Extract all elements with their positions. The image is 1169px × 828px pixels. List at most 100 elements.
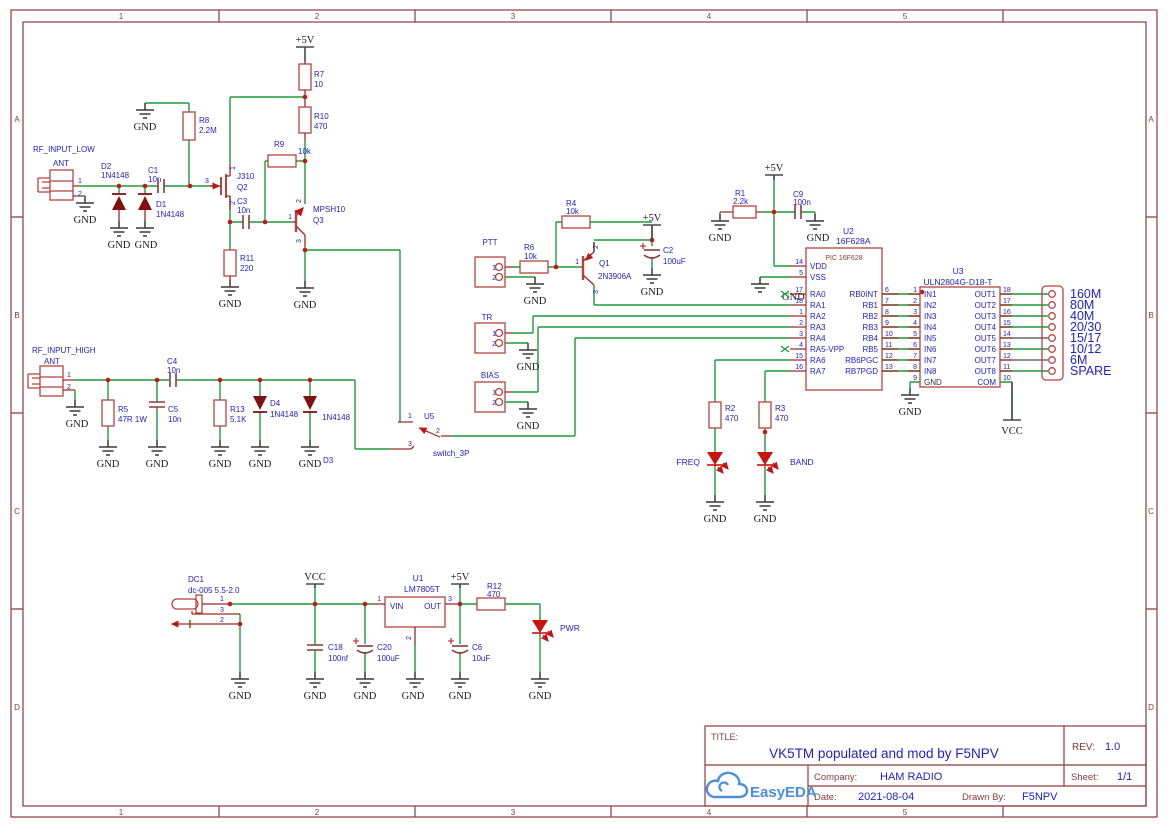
component-R2[interactable]: R2 470 [708,401,739,429]
frame-col-4-bottom: 4 [707,808,712,817]
svg-text:15: 15 [1003,320,1011,327]
band-label-20-30: 20/30 [1070,320,1101,334]
diode-d1-icon [138,196,152,210]
band-label-40m: 40M [1070,309,1094,323]
ground-symbols: GND GND GND GND GND GND GND GND GND GND … [65,102,922,702]
svg-text:14: 14 [1003,331,1011,338]
svg-text:11: 11 [1003,364,1010,371]
svg-text:GND: GND [704,514,727,525]
svg-text:2.2M: 2.2M [199,126,217,135]
svg-text:16: 16 [795,364,803,371]
component-R1[interactable]: R1 2.2k [720,189,762,219]
led-BAND[interactable]: BAND [757,452,814,473]
component-C2[interactable]: C2 100uF [640,243,686,266]
svg-text:18: 18 [1003,287,1011,294]
svg-text:dc-005 5.5-2.0: dc-005 5.5-2.0 [188,586,240,595]
diode-d3-icon [303,396,317,410]
svg-text:IN7: IN7 [924,356,937,365]
connector-TR[interactable]: TR 1 2 [474,313,512,354]
frame-row-d-left: D [14,703,20,712]
svg-text:2: 2 [230,201,237,205]
wires [74,96,1048,672]
easyeda-logo-icon: EasyEDA [705,771,817,801]
component-R12[interactable]: R12 470 [476,582,506,611]
component-R5[interactable]: R5 47R 1W [101,399,147,427]
svg-text:BIAS: BIAS [481,371,499,380]
svg-text:2: 2 [406,636,413,640]
component-C3[interactable]: C3 10n [237,197,250,229]
component-R7[interactable]: R7 10 [298,62,325,107]
svg-text:IN4: IN4 [924,323,937,332]
svg-text:16: 16 [1003,309,1011,316]
svg-text:R2: R2 [725,404,736,413]
svg-text:1: 1 [408,413,412,420]
svg-text:RA0: RA0 [810,290,826,299]
svg-text:RB6PGC: RB6PGC [845,356,878,365]
svg-text:PIC 16F628: PIC 16F628 [825,255,862,262]
svg-text:Q3: Q3 [313,216,324,225]
svg-text:GND: GND [304,691,327,702]
svg-text:470: 470 [487,590,501,599]
component-C9[interactable]: C9 100n [793,190,811,219]
svg-text:GND: GND [402,691,425,702]
component-C5[interactable]: C5 10n [149,401,181,424]
svg-text:GND: GND [229,691,252,702]
svg-text:D2: D2 [101,162,112,171]
led-FREQ[interactable]: FREQ [676,452,728,473]
connector-DC1[interactable]: DC1 dc-005 5.5-2.0 1 3 2 [170,575,240,628]
component-R6[interactable]: R6 10k [519,243,549,274]
component-R9[interactable]: R9 10k [267,140,312,168]
component-D4[interactable]: D4 1N4148 [253,396,299,419]
svg-text:OUT3: OUT3 [975,312,997,321]
component-R3[interactable]: R3 470 [758,401,789,429]
svg-text:10: 10 [1003,375,1011,382]
component-U1-LM7805[interactable]: U1 LM7805T VIN OUT 1 3 2 [373,573,462,645]
svg-text:C3: C3 [237,197,248,206]
component-Q1-2N3906A[interactable]: Q1 2N3906A 1 2 3 [575,242,632,294]
svg-text:C4: C4 [167,357,178,366]
component-D2[interactable]: D2 1N4148 [101,162,130,221]
component-Q3-MPSH10[interactable]: MPSH10 Q3 1 2 3 [288,199,346,246]
component-D3[interactable]: 1N4148 D3 [303,396,351,465]
connector-rf-input-high[interactable]: RF_INPUT_HIGH ANT 1 2 [27,346,96,397]
svg-text:1N4148: 1N4148 [101,171,130,180]
rf-high-label: RF_INPUT_HIGH [32,346,96,355]
svg-text:R1: R1 [735,189,746,198]
svg-text:OUT5: OUT5 [975,334,997,343]
net-5v-mid: +5V [643,213,662,224]
component-R8[interactable]: R8 2.2M [182,111,217,141]
component-C4[interactable]: C4 10n [167,357,180,387]
svg-text:IN6: IN6 [924,345,937,354]
svg-text:4: 4 [913,320,917,327]
component-C1[interactable]: C1 10n [148,166,165,193]
component-Q2-J310[interactable]: J310 Q2 1 2 3 [205,164,255,210]
svg-text:3: 3 [448,596,452,603]
led-PWR[interactable]: PWR [532,620,580,641]
svg-text:FREQ: FREQ [676,457,700,467]
connector-rf-input-low[interactable]: RF_INPUT_LOW ANT 1 2 [33,145,95,201]
no-connect-x-icon [780,290,790,353]
component-D1[interactable]: D1 1N4148 [138,193,185,221]
svg-text:BAND: BAND [790,457,814,467]
component-R11[interactable]: R11 220 [223,249,255,280]
connector-BIAS[interactable]: BIAS 1 2 [474,371,512,413]
connector-band-outputs[interactable]: 160M 80M 40M 20/30 15/17 10/12 6M SPARE [1041,285,1111,381]
svg-text:OUT8: OUT8 [975,367,997,376]
component-C6[interactable]: C6 10uF [448,638,490,663]
frame-row-c-right: C [1148,507,1154,516]
component-C18[interactable]: C18 100nf [307,643,349,663]
component-C20[interactable]: C20 100uF [353,638,400,663]
component-R4[interactable]: R4 10k [561,199,591,229]
svg-text:11: 11 [885,342,892,349]
connector-PTT[interactable]: PTT 1 2 [474,238,512,288]
component-R10[interactable]: R10 470 [298,106,329,140]
component-U5-switch[interactable]: 1 2 3 U5 switch_3P [390,412,469,458]
diode-d4-icon [253,396,267,410]
svg-text:RB3: RB3 [862,323,878,332]
svg-text:GND: GND [899,407,922,418]
svg-text:17: 17 [795,287,803,294]
component-R13[interactable]: R13 5.1K [213,399,247,427]
